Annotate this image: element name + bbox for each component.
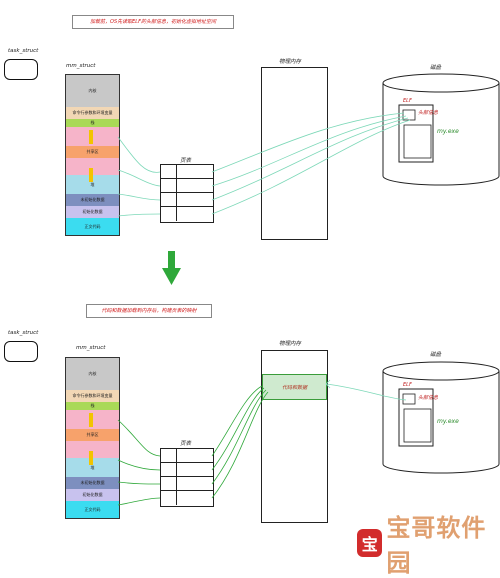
mm-segment: 内核	[66, 358, 119, 390]
mm-segment: 栈	[66, 402, 119, 410]
stack-grow-arrow	[89, 130, 93, 144]
task-struct-box-top	[4, 59, 38, 80]
watermark: 宝 宝哥软件园	[357, 508, 500, 578]
caption-top: 加载前，OS先读取ELF的头部信息，初始化虚拟地址空间	[72, 15, 234, 29]
mm-segment: 未初始化数据	[66, 477, 119, 489]
disk-label-bottom: 磁盘	[430, 352, 442, 358]
mm-segment: 未初始化数据	[66, 194, 119, 206]
exe-label-bottom: my.exe	[437, 418, 459, 425]
mm-segment: 栈	[66, 119, 119, 127]
page-table-top	[160, 164, 214, 223]
green-down-arrow	[162, 251, 181, 285]
page-table-label-bottom: 页表	[180, 441, 192, 447]
phys-mem-label-bottom: 物理内存	[279, 341, 302, 347]
elf-header-label-top: 头部信息	[418, 110, 439, 116]
mm-segment: 内核	[66, 75, 119, 107]
mm-segment: 堆	[66, 458, 119, 477]
mm-struct-label-top: mm_struct	[66, 63, 96, 69]
page-table-label-top: 页表	[180, 158, 192, 164]
heap-grow-arrow	[89, 451, 93, 465]
mm-struct-bottom: 内核命令行参数和环境变量栈共享区堆未初始化数据初始化数据正文代码	[65, 357, 120, 519]
stack-grow-arrow	[89, 413, 93, 427]
elf-label-top: ELF	[403, 98, 412, 104]
mm-segment: 堆	[66, 175, 119, 194]
page-table-bottom	[160, 448, 214, 507]
disk-cylinder-bottom	[382, 361, 500, 474]
disk-label-top: 磁盘	[430, 65, 442, 71]
mm-segment: 命令行参数和环境变量	[66, 390, 119, 402]
caption-bottom: 代码和数据加载到内存后，构建页表的映射	[86, 304, 212, 318]
mm-segment	[66, 158, 119, 175]
mm-segment: 初始化数据	[66, 206, 119, 218]
mm-segment: 正文代码	[66, 501, 119, 518]
diagram-lines	[117, 73, 500, 506]
phys-mem-label-top: 物理内存	[279, 59, 302, 65]
watermark-logo: 宝	[357, 529, 383, 557]
disk-cylinder-top	[382, 73, 500, 186]
watermark-text: 宝哥软件园	[386, 514, 487, 577]
mm-segment: 共享区	[66, 146, 119, 158]
mm-struct-top: 内核命令行参数和环境变量栈共享区堆未初始化数据初始化数据正文代码	[65, 74, 120, 236]
code-data-block: 代码和数据	[262, 374, 327, 400]
task-struct-label-bottom: task_struct	[8, 330, 39, 336]
mm-struct-label-bottom: mm_struct	[76, 345, 106, 351]
mm-segment: 共享区	[66, 429, 119, 441]
task-struct-box-bottom	[4, 341, 38, 362]
elf-header-label-bottom: 头部信息	[418, 395, 439, 401]
task-struct-label-top: task_struct	[8, 48, 39, 54]
mm-segment: 初始化数据	[66, 489, 119, 501]
elf-label-bottom: ELF	[403, 382, 412, 388]
mm-segment: 命令行参数和环境变量	[66, 107, 119, 119]
heap-grow-arrow	[89, 168, 93, 182]
exe-label-top: my.exe	[437, 128, 459, 135]
mm-segment: 正文代码	[66, 218, 119, 235]
mm-segment	[66, 441, 119, 458]
